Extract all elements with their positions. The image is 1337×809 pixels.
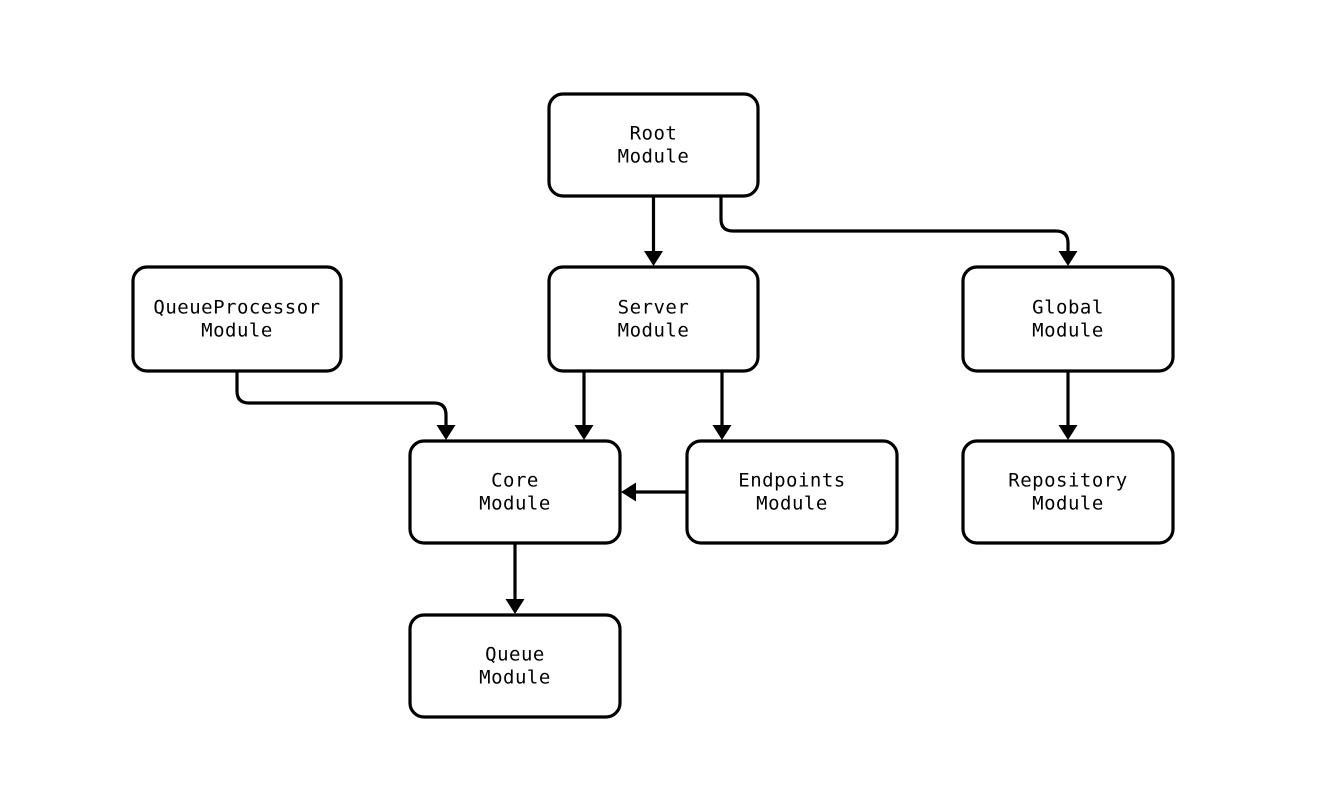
- edge-server-to-endpoints-arrowhead-icon: [712, 425, 732, 440]
- queueprocessor-module-node-label-line1: QueueProcessor: [153, 297, 320, 319]
- edge-root-to-global-line: [719, 196, 1070, 252]
- queue-module-node-shape[interactable]: [408, 613, 622, 719]
- endpoints-module-node-shape[interactable]: [685, 439, 899, 545]
- core-module-node-label-line2: Module: [479, 493, 551, 515]
- queueprocessor-module-node-shape[interactable]: [131, 265, 343, 373]
- edge-queueprocessor-to-core-line: [235, 371, 448, 426]
- edge-queueprocessor-to-core: [235, 371, 456, 440]
- edge-server-to-core-arrowhead-icon: [574, 425, 594, 440]
- edge-core-to-queue-arrowhead-icon: [505, 599, 525, 614]
- root-module-node-label-line2: Module: [618, 146, 690, 168]
- core-module-node-label-line1: Core: [491, 470, 539, 492]
- edge-endpoints-to-core-arrowhead-icon: [621, 482, 636, 502]
- core-module-node-shape[interactable]: [408, 439, 622, 545]
- root-module-node-shape[interactable]: [547, 92, 760, 198]
- server-module-node-label-line2: Module: [618, 320, 690, 342]
- edge-server-to-endpoints: [712, 371, 732, 440]
- global-module-node-label-line1: Global: [1032, 297, 1104, 319]
- edge-server-to-core: [574, 371, 594, 440]
- edge-global-to-repository-arrowhead-icon: [1058, 425, 1078, 440]
- edges-layer: [235, 196, 1078, 614]
- server-module-node-shape[interactable]: [547, 265, 760, 373]
- edge-root-to-global-arrowhead-icon: [1058, 251, 1078, 266]
- repository-module-node-label-line2: Module: [1032, 493, 1104, 515]
- global-module-node-label-line2: Module: [1032, 320, 1104, 342]
- edge-root-to-server-arrowhead-icon: [644, 251, 663, 266]
- root-module-node-label-line1: Root: [630, 123, 678, 145]
- queue-module-node-label-line1: Queue: [485, 644, 545, 666]
- server-module-node-label-line1: Server: [618, 297, 690, 319]
- edge-global-to-repository: [1058, 371, 1078, 440]
- edge-root-to-global: [719, 196, 1078, 266]
- global-module-node-shape[interactable]: [961, 265, 1175, 373]
- edge-queueprocessor-to-core-arrowhead-icon: [436, 425, 456, 440]
- nodes-layer: RootModuleQueueProcessorModuleServerModu…: [131, 92, 1175, 719]
- repository-module-node-label-line1: Repository: [1008, 470, 1127, 492]
- edge-core-to-queue: [505, 543, 525, 614]
- repository-module-node-shape[interactable]: [961, 439, 1175, 545]
- endpoints-module-node-label-line2: Module: [756, 493, 828, 515]
- queueprocessor-module-node-label-line2: Module: [201, 320, 273, 342]
- endpoints-module-node-label-line1: Endpoints: [738, 470, 845, 492]
- edge-endpoints-to-core: [621, 482, 687, 502]
- edge-root-to-server: [644, 196, 663, 266]
- queue-module-node-label-line2: Module: [479, 667, 551, 689]
